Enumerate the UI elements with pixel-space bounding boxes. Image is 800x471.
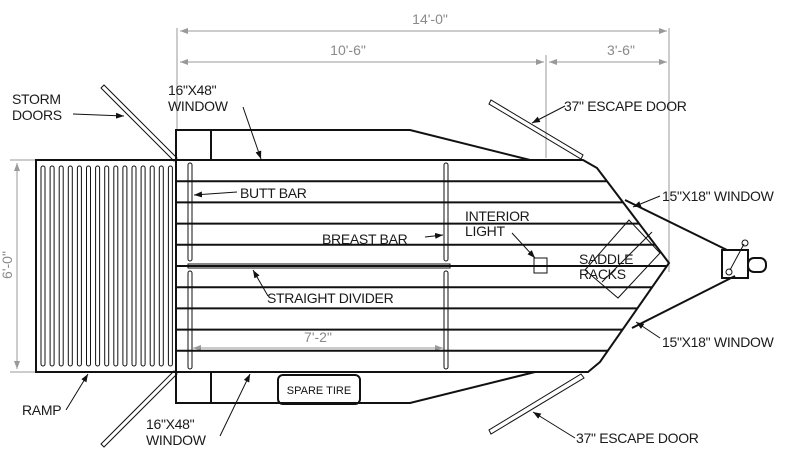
escape-door-top [488, 99, 584, 160]
dimension-stall: 7'-2" [193, 329, 443, 351]
label-storm-doors-2: DOORS [12, 107, 62, 123]
dim-body-length: 10'-6" [330, 42, 366, 58]
dimension-nose: 3'-6" [549, 42, 667, 65]
ramp-slat [95, 165, 101, 367]
straight-divider [187, 263, 451, 269]
ramp-slat [122, 165, 128, 367]
label-escape-door-bottom: 37" ESCAPE DOOR [576, 430, 699, 446]
breast-bar [443, 162, 449, 370]
ramp-slat [76, 165, 82, 367]
floor-boards [176, 180, 667, 352]
interior-light [533, 257, 548, 274]
label-interior-light-2: LIGHT [465, 223, 505, 239]
butt-bar [187, 162, 193, 370]
label-butt-bar: BUTT BAR [240, 185, 307, 201]
dim-overall-length: 14'-0" [412, 11, 448, 27]
label-interior-light-1: INTERIOR [465, 208, 530, 224]
ramp-slat [158, 165, 164, 367]
label-saddle-racks-1: SADDLE [579, 251, 633, 267]
ramp-slat [149, 165, 155, 367]
label-window-bottom-1: 16"X48" [146, 416, 195, 432]
label-breast-bar: BREAST BAR [322, 231, 408, 247]
ramp-slat [49, 165, 55, 367]
label-ramp: RAMP [22, 402, 61, 418]
ramp-slat [104, 165, 110, 367]
trailer-body: SPARE TIRE [175, 129, 671, 405]
label-window-top-2: WINDOW [168, 98, 229, 114]
ramp-slat [167, 165, 173, 367]
label-escape-door-top: 37" ESCAPE DOOR [564, 98, 687, 114]
ramp-slat [58, 165, 64, 367]
ramp [35, 159, 177, 373]
leader-lines [65, 105, 661, 439]
dim-stall-length: 7'-2" [304, 329, 332, 345]
label-storm-doors-1: STORM [12, 91, 61, 107]
ramp-slat [86, 165, 91, 367]
spare-tire [277, 374, 361, 405]
tongue-hitch [624, 199, 767, 329]
ramp-slat [131, 165, 137, 367]
ramp-slat [113, 165, 119, 367]
ramp-slat [67, 165, 73, 367]
label-window-bottom-2: WINDOW [146, 432, 207, 448]
label-saddle-racks-2: RACKS [579, 266, 626, 282]
spare-tire-label: SPARE TIRE [287, 385, 351, 397]
ramp-slat [40, 165, 46, 367]
label-straight-divider: STRAIGHT DIVIDER [267, 290, 394, 306]
dimension-overall: 14'-0" [176, 11, 670, 272]
saddle-racks [584, 219, 661, 299]
dimension-width: 6'-0" [0, 159, 36, 373]
escape-door-bottom [488, 373, 585, 435]
storm-doors [100, 84, 178, 448]
label-nose-window-bottom: 15"X18" WINDOW [662, 334, 775, 350]
dimension-body: 10'-6" [180, 42, 544, 65]
dim-width: 6'-0" [0, 251, 15, 279]
dim-nose-length: 3'-6" [607, 42, 635, 58]
ramp-slats [40, 165, 173, 367]
label-window-top-1: 16"X48" [168, 82, 217, 98]
label-nose-window-top: 15"X18" WINDOW [662, 188, 775, 204]
ramp-slat [140, 165, 146, 367]
